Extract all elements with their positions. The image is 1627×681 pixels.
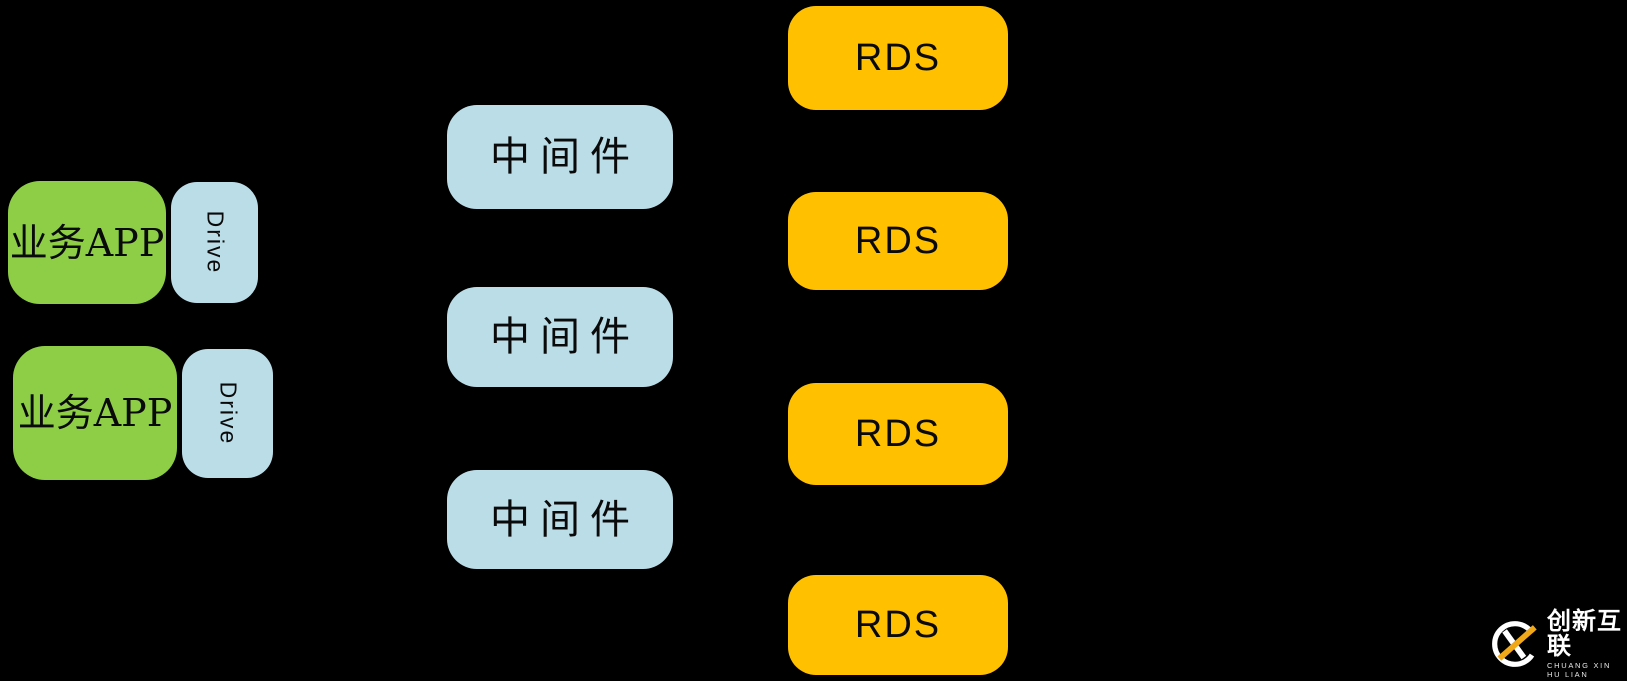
watermark-subtitle: CHUANG XIN HU LIAN <box>1547 661 1612 680</box>
watermark-logo: 创新互联 CHUANG XIN HU LIAN <box>1490 607 1627 680</box>
middleware-node-3: 中间件 <box>447 470 673 569</box>
drive-label: Drive <box>214 381 241 446</box>
middleware-node-1: 中间件 <box>447 105 673 209</box>
cxhl-logo-icon <box>1492 621 1538 668</box>
drive-node-2: Drive <box>182 349 273 478</box>
business-app-label: 业务APP <box>9 220 165 265</box>
rds-node-3: RDS <box>788 383 1008 485</box>
middleware-node-2: 中间件 <box>447 287 673 387</box>
business-app-label: 业务APP <box>17 391 173 435</box>
middleware-label: 中间件 <box>490 314 640 360</box>
rds-label: RDS <box>854 604 942 646</box>
rds-node-1: RDS <box>788 6 1008 110</box>
watermark-text-block: 创新互联 CHUANG XIN HU LIAN <box>1547 607 1627 680</box>
rds-node-2: RDS <box>788 192 1008 290</box>
middleware-label: 中间件 <box>490 134 640 180</box>
middleware-label: 中间件 <box>490 496 640 543</box>
rds-label: RDS <box>854 413 942 455</box>
rds-label: RDS <box>854 37 942 79</box>
drive-node-1: Drive <box>171 182 258 303</box>
business-app-node-2: 业务APP <box>13 346 177 480</box>
drive-label: Drive <box>201 210 228 275</box>
business-app-node-1: 业务APP <box>8 181 166 304</box>
rds-node-4: RDS <box>788 575 1008 675</box>
watermark-title: 创新互联 <box>1547 607 1622 661</box>
rds-label: RDS <box>854 220 942 262</box>
